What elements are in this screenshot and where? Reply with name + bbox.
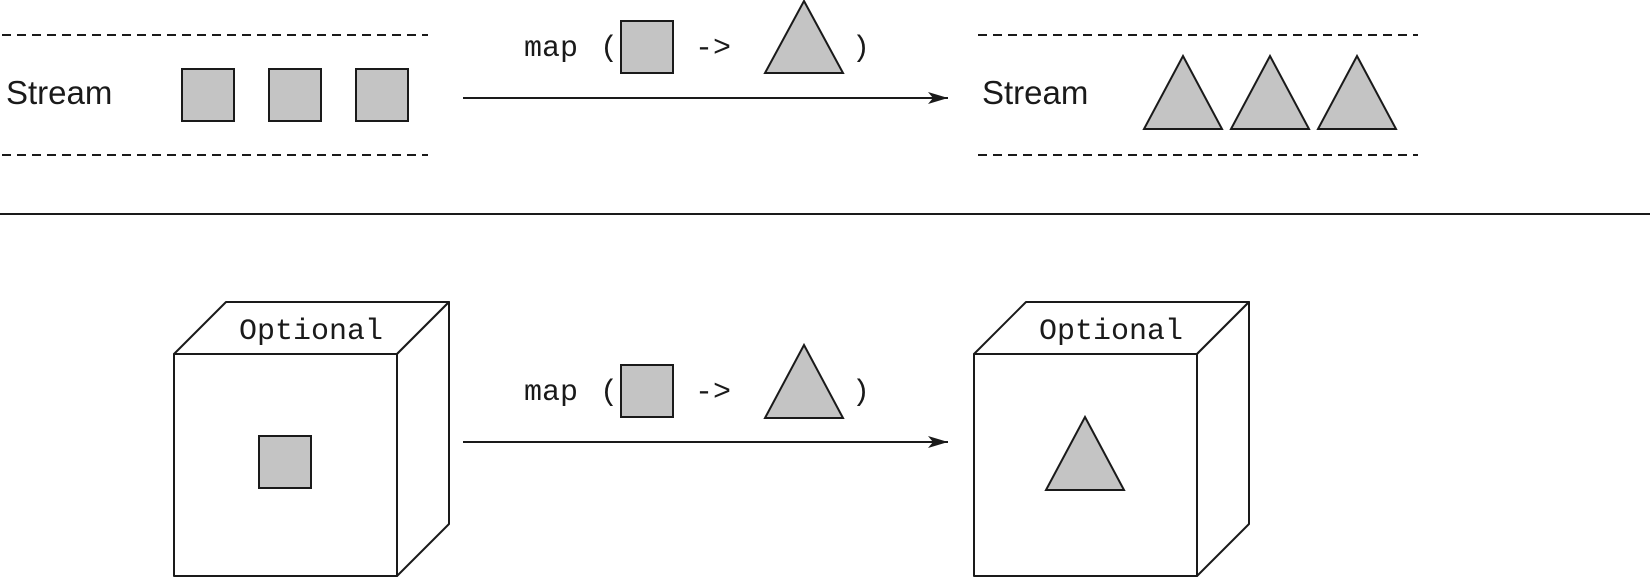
square-input-icon xyxy=(620,364,674,418)
input-stream: Stream xyxy=(2,34,428,156)
close-paren: ) xyxy=(852,376,870,410)
square-element xyxy=(268,68,322,122)
lambda-arrow: -> xyxy=(695,376,731,410)
stream-output-label: Stream xyxy=(982,74,1088,111)
output-stream: Stream xyxy=(978,34,1418,156)
open-paren: ( xyxy=(600,376,618,410)
optional-output-label: Optional xyxy=(1039,315,1183,349)
triangle-output-icon xyxy=(763,0,845,74)
optional-map-expression: map ( -> ) xyxy=(524,342,870,419)
triangle-element xyxy=(1142,53,1224,130)
triangle-output-icon xyxy=(763,342,845,419)
stream-input-label: Stream xyxy=(6,74,112,111)
lambda-arrow: -> xyxy=(695,32,731,66)
stream-section: Stream map ( -> ) Stream xyxy=(2,0,1418,156)
square-input-icon xyxy=(620,20,674,74)
open-paren: ( xyxy=(600,32,618,66)
optional-input-label: Optional xyxy=(239,315,383,349)
square-element xyxy=(181,68,235,122)
map-function-label: map xyxy=(524,32,578,66)
triangle-element xyxy=(1316,53,1398,130)
output-optional-box: Optional xyxy=(973,301,1250,577)
triangle-element xyxy=(1229,53,1311,130)
close-paren: ) xyxy=(852,32,870,66)
square-value xyxy=(258,435,312,489)
map-function-label: map xyxy=(524,376,578,410)
optional-section: Optional map ( -> ) Optional xyxy=(173,301,1250,577)
input-optional-box: Optional xyxy=(173,301,450,577)
square-element xyxy=(355,68,409,122)
stream-map-expression: map ( -> ) xyxy=(524,0,870,74)
triangle-value xyxy=(1044,414,1126,491)
